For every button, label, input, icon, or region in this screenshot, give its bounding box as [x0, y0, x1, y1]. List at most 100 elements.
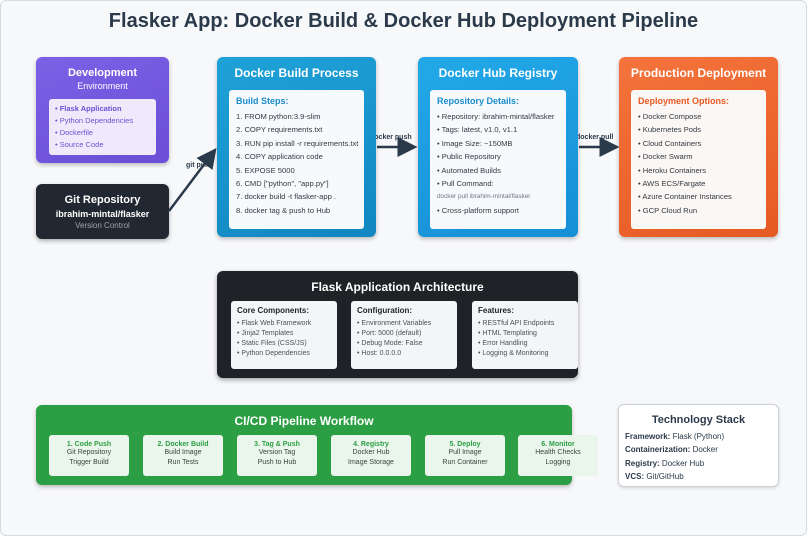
flask-architecture-title: Flask Application Architecture	[311, 280, 484, 294]
arrow-label-docker-push: docker push	[370, 134, 412, 141]
tech-value: Docker	[692, 445, 718, 455]
deployment-option: • AWS ECS/Fargate	[638, 179, 706, 189]
hub-detail: • Image Size: ~150MB	[437, 138, 513, 148]
production-subtitle: Deployment Options:	[638, 96, 730, 106]
tech-key: Registry:	[625, 458, 660, 468]
arrow-git-to-build	[168, 148, 217, 212]
flask-column-item: • Host: 0.0.0.0	[357, 350, 402, 357]
pipeline-step: 2. Docker Build Build Image Run Tests	[143, 435, 223, 476]
pipeline-step: 4. Registry Docker Hub Image Storage	[331, 435, 411, 476]
flask-architecture-box: Flask Application Architecture Core Comp…	[217, 271, 578, 378]
docker-hub-details: Repository Details: • Repository: ibrahi…	[430, 90, 566, 229]
flask-column-item: • Jinja2 Templates	[237, 330, 294, 337]
git-caption: Version Control	[75, 221, 130, 230]
development-item: • Source Code	[55, 140, 104, 149]
pipeline-step-label: 4. Registry	[353, 441, 389, 448]
pipeline-step-label: 6. Monitor	[541, 441, 575, 448]
deployment-option: • Heroku Containers	[638, 165, 707, 175]
pipeline-step-label: 5. Deploy	[449, 441, 481, 448]
deployment-option: • Docker Compose	[638, 112, 702, 121]
flask-column-item: • Static Files (CSS/JS)	[237, 340, 307, 347]
technology-stack-title: Technology Stack	[651, 414, 746, 426]
arrow-label-docker-pull: docker pull	[576, 134, 614, 141]
flask-column-item: • Environment Variables	[357, 320, 432, 327]
development-item: • Dockerfile	[55, 128, 94, 137]
build-step: 8. docker tag & push to Hub	[236, 205, 331, 215]
pipeline-step-detail: Version Tag	[258, 449, 296, 456]
git-repository-box: Git Repository ibrahim-mintal/flasker Ve…	[36, 184, 169, 239]
tech-row: VCS: Git/GitHub	[619, 470, 778, 483]
docker-build-subtitle: Build Steps:	[236, 96, 289, 106]
flask-column-features: Features: • RESTful API Endpoints • HTML…	[472, 301, 578, 369]
build-step: 2. COPY requirements.txt	[236, 125, 323, 135]
pipeline-step-detail: Run Container	[442, 459, 488, 466]
pipeline-step-detail: Build Image	[164, 449, 202, 456]
build-step: 1. FROM python:3.9-slim	[236, 112, 321, 121]
pipeline-step-detail: Logging	[545, 459, 571, 466]
tech-value: Flask (Python)	[672, 432, 725, 441]
pipeline-step-detail: Run Tests	[167, 459, 199, 466]
pipeline-step-label: 1. Code Push	[66, 441, 112, 448]
build-step: 5. EXPOSE 5000	[236, 165, 295, 175]
flask-column-item: • HTML Templating	[478, 330, 537, 337]
pipeline-step-detail: Trigger Build	[69, 459, 109, 466]
cicd-title: CI/CD Pipeline Workflow	[234, 414, 374, 428]
production-title: Production Deployment	[630, 66, 767, 80]
deployment-option: • Kubernetes Pods	[638, 125, 702, 135]
tech-key: VCS:	[625, 472, 645, 482]
development-items: • Flask Application • Python Dependencie…	[49, 99, 156, 155]
build-step: 7. docker build -t flasker-app .	[236, 192, 337, 202]
deployment-option: • GCP Cloud Run	[638, 205, 698, 215]
build-step: 3. RUN pip install -r requirements.txt	[236, 138, 359, 148]
docker-build-steps: Build Steps: 1. FROM python:3.9-slim 2. …	[229, 90, 364, 229]
tech-row: Framework: Flask (Python)	[619, 430, 778, 443]
pipeline-step: 1. Code Push Git Repository Trigger Buil…	[49, 435, 129, 476]
hub-detail: • Tags: latest, v1.0, v1.1	[437, 125, 518, 135]
docker-hub-subtitle: Repository Details:	[437, 96, 520, 106]
flask-column-item: • Logging & Monitoring	[478, 350, 549, 357]
flask-column-item: • Debug Mode: False	[357, 340, 423, 347]
technology-stack-box: Technology Stack Framework: Flask (Pytho…	[618, 404, 779, 487]
flask-column-core: Core Components: • Flask Web Framework •…	[231, 301, 337, 369]
docker-build-box: Docker Build Process Build Steps: 1. FRO…	[217, 57, 376, 237]
deployment-option: • Docker Swarm	[638, 152, 693, 162]
flask-column-heading: Configuration:	[357, 306, 413, 315]
hub-detail: • Repository: ibrahim-mintal/flasker	[437, 112, 555, 121]
tech-row: Registry: Docker Hub	[619, 457, 778, 470]
arrow-label-git-pull: git pull	[186, 162, 209, 169]
pipeline-step-label: 2. Docker Build	[157, 441, 209, 448]
flask-column-configuration: Configuration: • Environment Variables •…	[351, 301, 457, 369]
hub-detail: • Pull Command:	[437, 179, 494, 189]
flask-column-item: • Flask Web Framework	[237, 320, 312, 327]
pipeline-step: 6. Monitor Health Checks Logging	[518, 435, 598, 476]
tech-value: Git/GitHub	[646, 472, 684, 482]
hub-detail: • Automated Builds	[437, 165, 501, 175]
development-box: Development Environment • Flask Applicat…	[36, 57, 169, 163]
development-item: • Flask Application	[55, 104, 122, 113]
development-subtitle: Environment	[77, 81, 128, 91]
build-step: 4. COPY application code	[236, 152, 323, 162]
tech-value: Docker Hub	[661, 458, 705, 468]
pipeline-step: 3. Tag & Push Version Tag Push to Hub	[237, 435, 317, 476]
hub-pull-command: docker pull ibrahim-mintal/flasker	[437, 193, 531, 201]
flask-column-heading: Features:	[478, 306, 515, 315]
build-step: 6. CMD ["python", "app.py"]	[236, 179, 329, 189]
development-title: Development	[67, 67, 138, 79]
deployment-option: • Cloud Containers	[638, 138, 702, 148]
flask-column-item: • Error Handling	[478, 340, 528, 347]
pipeline-step-detail: Docker Hub	[352, 449, 390, 456]
flask-column-item: • Port: 5000 (default)	[357, 330, 422, 337]
tech-row: Containerization: Docker	[619, 443, 778, 456]
git-title: Git Repository	[64, 194, 141, 206]
flask-column-item: • RESTful API Endpoints	[478, 320, 555, 327]
production-deployment-box: Production Deployment Deployment Options…	[619, 57, 778, 237]
hub-detail: • Cross-platform support	[437, 205, 519, 215]
docker-hub-title: Docker Hub Registry	[438, 66, 558, 80]
git-repo-name: ibrahim-mintal/flasker	[55, 209, 150, 219]
pipeline-step-detail: Health Checks	[535, 449, 581, 456]
pipeline-step-label: 3. Tag & Push	[254, 441, 300, 448]
docker-hub-box: Docker Hub Registry Repository Details: …	[418, 57, 578, 237]
flask-column-item: • Python Dependencies	[237, 350, 310, 357]
